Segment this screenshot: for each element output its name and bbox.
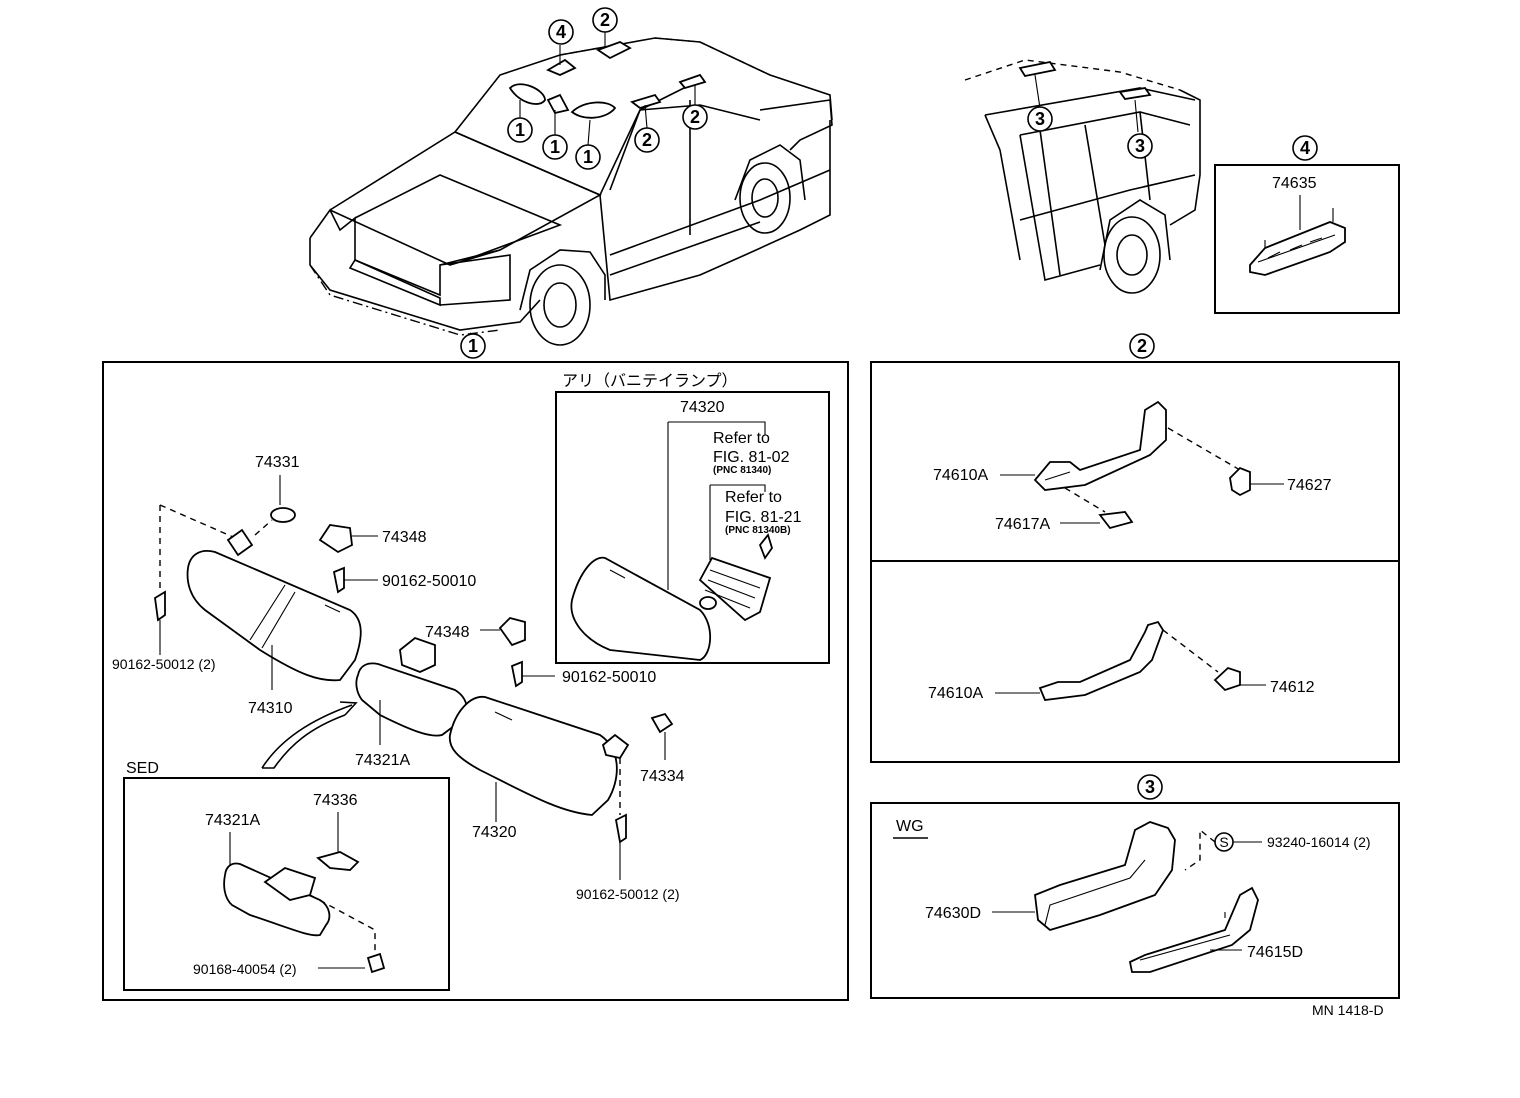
wg-title: WG: [896, 818, 924, 835]
callout-3-wagon-a: 3: [1027, 106, 1053, 132]
assist-grip-box: 74610A 74627 74617A 74610A 74612: [870, 361, 1400, 763]
svg-text:1: 1: [583, 147, 593, 167]
s-mark: S: [1219, 834, 1228, 850]
part-74320-label-a: 74320: [680, 399, 725, 416]
callout-3-wagon-b: 3: [1127, 133, 1153, 159]
callout-1-sedan-c: 1: [575, 144, 601, 170]
svg-text:1: 1: [468, 336, 478, 356]
callout-1-sedan-a: 1: [507, 117, 533, 143]
part-74310-label: 74310: [248, 700, 293, 717]
part-93240-label: 93240-16014 (2): [1267, 834, 1371, 850]
sun-visor-box: アリ（バニテイランプ） 74320 Refer to FIG. 81-02 (P…: [102, 361, 849, 1001]
callout-4-sedan: 4: [548, 19, 574, 45]
callout-2-box: 2: [1129, 333, 1155, 359]
svg-text:4: 4: [556, 22, 566, 42]
svg-text:4: 4: [1300, 138, 1310, 158]
svg-text:3: 3: [1135, 136, 1145, 156]
part-74627-label: 74627: [1287, 477, 1332, 494]
callout-1-sedan-b: 1: [542, 134, 568, 160]
callout-3-box: 3: [1137, 774, 1163, 800]
svg-text:2: 2: [1137, 336, 1147, 356]
part-74612-label: 74612: [1270, 679, 1315, 696]
part-90162-50012-label-b: 90162-50012 (2): [576, 886, 680, 902]
svg-text:(PNC 81340B): (PNC 81340B): [725, 525, 791, 536]
svg-text:Refer to: Refer to: [725, 489, 782, 506]
part-74348-label-a: 74348: [382, 529, 427, 546]
part-74610A-label-a: 74610A: [933, 467, 988, 484]
svg-text:FIG. 81-21: FIG. 81-21: [725, 509, 802, 526]
part-74617A-label: 74617A: [995, 516, 1050, 533]
svg-text:Refer to: Refer to: [713, 430, 770, 447]
vanity-lamp-title: アリ（バニテイランプ）: [562, 372, 738, 390]
sed-title: SED: [126, 760, 159, 777]
part-74336-label: 74336: [313, 792, 358, 809]
svg-text:1: 1: [550, 137, 560, 157]
part-90162-50010-label-a: 90162-50010: [382, 573, 476, 590]
box-74635: 74635: [1214, 164, 1400, 314]
svg-text:(PNC 81340): (PNC 81340): [713, 465, 771, 476]
wg-grip-box: WG S 93240-16014 (2) 74630D 74615D: [870, 802, 1400, 999]
part-74320-label-b: 74320: [472, 824, 517, 841]
part-74331-label: 74331: [255, 454, 300, 471]
footer-code: MN 1418-D: [1312, 1002, 1384, 1018]
part-74630D-label: 74630D: [925, 905, 981, 922]
svg-text:FIG. 81-02: FIG. 81-02: [713, 449, 790, 466]
svg-text:2: 2: [600, 10, 610, 30]
part-74610A-label-b: 74610A: [928, 685, 983, 702]
svg-text:3: 3: [1145, 777, 1155, 797]
part-90162-50010-label-b: 90162-50010: [562, 669, 656, 686]
callout-2-sedan-b: 2: [634, 127, 660, 153]
part-74334-label: 74334: [640, 768, 685, 785]
callout-4-box: 4: [1292, 135, 1318, 161]
svg-text:3: 3: [1035, 109, 1045, 129]
callout-2-sedan-roof: 2: [592, 7, 618, 33]
callout-1-sedan-d: 1: [460, 333, 486, 359]
wagon-illustration: [964, 59, 1201, 294]
part-74321A-label-b: 74321A: [205, 812, 260, 829]
callout-2-sedan-c: 2: [682, 104, 708, 130]
part-74615D-label: 74615D: [1247, 944, 1303, 961]
part-74348-label-b: 74348: [425, 624, 470, 641]
part-74321A-label-a: 74321A: [355, 752, 410, 769]
svg-text:2: 2: [642, 130, 652, 150]
callout-circles: 4 2 1 1 1 2 2 1 3 3 4 2 3: [460, 7, 1318, 800]
sedan-illustration: [309, 30, 833, 346]
part-90162-50012-label-a: 90162-50012 (2): [112, 656, 216, 672]
part-74635-label: 74635: [1272, 175, 1317, 192]
svg-text:1: 1: [515, 120, 525, 140]
svg-text:2: 2: [690, 107, 700, 127]
part-90168-40054-label: 90168-40054 (2): [193, 961, 297, 977]
